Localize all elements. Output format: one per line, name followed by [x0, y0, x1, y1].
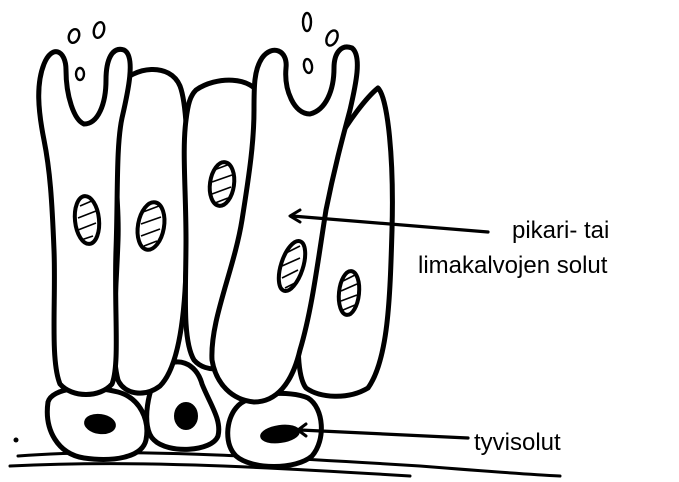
- goblet-label-line2: limakalvojen solut: [418, 252, 608, 279]
- mucus-droplets-left: [67, 21, 106, 80]
- goblet-label-line1: pikari- tai: [512, 217, 609, 244]
- basal-label: tyvisolut: [474, 429, 561, 456]
- goblet-cell-left: [39, 49, 130, 394]
- basal-cell-left: [47, 388, 147, 459]
